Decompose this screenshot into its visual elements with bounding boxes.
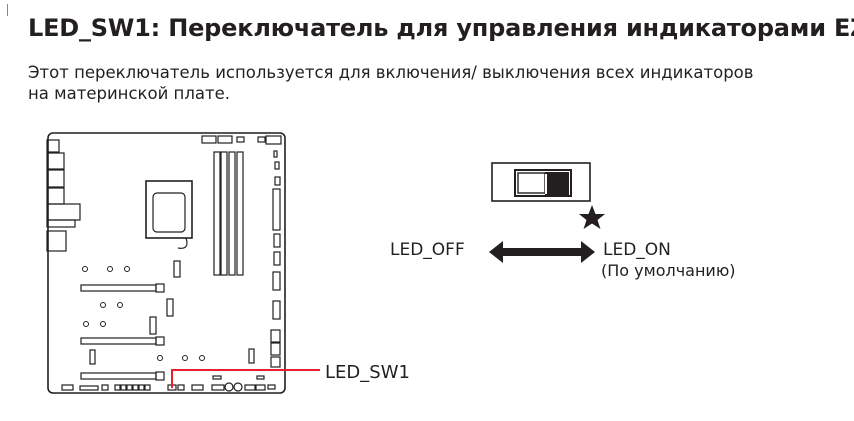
bottom-headers: [61, 375, 276, 392]
top-connectors: [201, 135, 282, 145]
led-off-label: LED_OFF: [390, 240, 465, 260]
page-title: LED_SW1: Переключатель для управления ин…: [28, 14, 854, 42]
switch-illustration: [491, 162, 591, 202]
board-outline: [47, 132, 286, 394]
led-on-label: LED_ON: [603, 240, 671, 260]
callout-label: LED_SW1: [325, 362, 410, 383]
text-cursor: [7, 4, 8, 16]
right-connectors: [270, 150, 281, 368]
description: Этот переключатель используется для вклю…: [28, 62, 848, 104]
description-line: Этот переключатель используется для вклю…: [28, 63, 754, 82]
mounting-holes: [82, 266, 205, 361]
default-star-icon: [579, 205, 605, 229]
callout-line: [171, 369, 320, 388]
double-arrow-icon: [489, 241, 595, 263]
io-ports: [46, 139, 81, 252]
dimm-slots: [213, 151, 244, 276]
m2-slots: [89, 260, 255, 365]
pcie-slots: [80, 283, 165, 381]
description-line: на материнской плате.: [28, 84, 231, 103]
default-note: (По умолчанию): [601, 261, 736, 280]
cpu-socket: [145, 180, 193, 249]
